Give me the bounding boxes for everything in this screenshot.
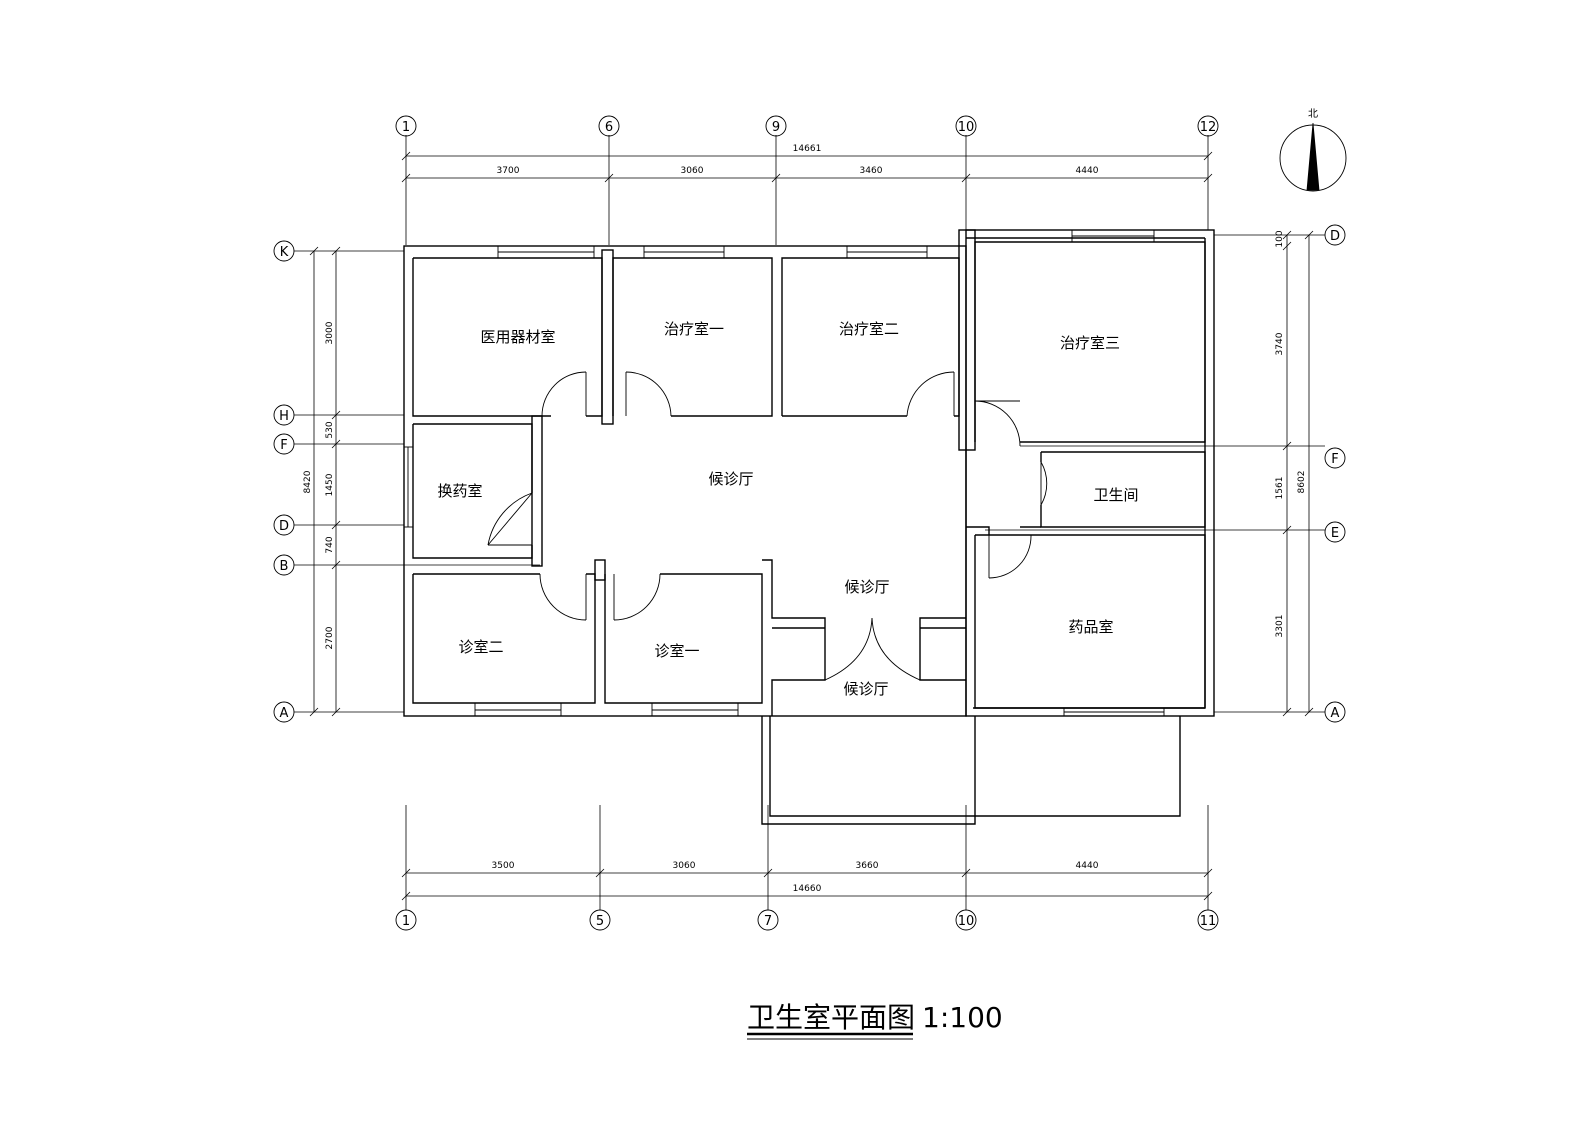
dim-right-2: 3740 (1275, 332, 1285, 355)
axis-top-label: 1 (402, 120, 410, 135)
drawing-title: 卫生室平面图 (747, 1001, 915, 1034)
room-label-toilet: 卫生间 (1093, 486, 1138, 504)
north-label: 北 (1308, 108, 1318, 120)
axis-bubbles-top (395, 115, 1219, 137)
room-label-pharmacy: 药品室 (1068, 618, 1113, 636)
room-label-treatment-3: 治疗室三 (1060, 334, 1120, 352)
dim-left-total: 8420 (303, 470, 313, 493)
axis-bottom-label: 5 (596, 914, 604, 929)
dim-left-5: 2700 (325, 626, 335, 649)
dimension-chain-top (401, 151, 1213, 183)
dim-left-2: 530 (325, 421, 335, 438)
axis-left-label: B (280, 559, 289, 574)
dim-right-3: 1561 (1275, 477, 1285, 500)
room-label-dressing: 换药室 (437, 482, 482, 500)
room-label-treatment-2: 治疗室二 (839, 320, 899, 338)
room-label-waiting-main: 候诊厅 (708, 470, 753, 488)
dimension-chain-right (1282, 230, 1314, 717)
north-arrow-icon (1279, 122, 1347, 192)
room-label-consult-1: 诊室一 (654, 642, 699, 660)
walls (403, 229, 1215, 825)
room-label-treatment-1: 治疗室一 (664, 320, 724, 338)
axis-left-label: H (279, 409, 289, 424)
dimension-chain-bottom (401, 868, 1213, 901)
axis-bubbles-right (1324, 224, 1346, 723)
doors (487, 371, 1048, 681)
dim-right-4: 3301 (1275, 615, 1285, 638)
axis-left-label: D (279, 519, 289, 534)
axis-top-label: 12 (1200, 120, 1217, 135)
dim-bottom-2: 3060 (673, 861, 696, 871)
axis-right-label: D (1330, 229, 1340, 244)
axis-top-label: 6 (605, 120, 613, 135)
axis-bottom-label: 7 (764, 914, 772, 929)
axis-right-label: A (1331, 706, 1340, 721)
dim-top-total: 14661 (793, 144, 822, 154)
dim-bottom-1: 3500 (492, 861, 515, 871)
dim-bottom-total: 14660 (793, 884, 822, 894)
dim-top-3: 3460 (860, 166, 883, 176)
dim-bottom-4: 4440 (1076, 861, 1099, 871)
dimension-chain-left (309, 246, 341, 717)
axis-left-label: F (280, 438, 287, 453)
axis-left-label: K (280, 245, 289, 260)
dim-top-4: 4440 (1076, 166, 1099, 176)
axis-bottom-label: 1 (402, 914, 410, 929)
room-label-medical-storage: 医用器材室 (480, 328, 555, 346)
dim-top-1: 3700 (497, 166, 520, 176)
axis-bubbles-bottom (395, 909, 1219, 931)
dim-bottom-3: 3660 (856, 861, 879, 871)
dim-right-1: 100 (1275, 230, 1285, 247)
dim-right-total: 8602 (1297, 471, 1307, 494)
axis-top-label: 9 (772, 120, 780, 135)
axis-bottom-label: 10 (958, 914, 975, 929)
dim-left-3: 1450 (325, 473, 335, 496)
drawing-scale: 1:100 (922, 1001, 1003, 1034)
dim-top-2: 3060 (681, 166, 704, 176)
axis-lines (294, 135, 1325, 910)
axis-right-label: F (1331, 452, 1338, 467)
room-label-consult-2: 诊室二 (458, 638, 503, 656)
room-label-waiting-mid: 候诊厅 (844, 578, 889, 596)
room-label-waiting-entry: 候诊厅 (843, 680, 888, 698)
axis-top-label: 10 (958, 120, 975, 135)
dim-left-1: 3000 (325, 321, 335, 344)
axis-right-label: E (1331, 526, 1339, 541)
axis-bubbles-left (273, 240, 295, 723)
axis-bottom-label: 11 (1200, 914, 1217, 929)
dim-left-4: 740 (325, 536, 335, 553)
axis-left-label: A (280, 706, 289, 721)
windows (403, 229, 1165, 717)
